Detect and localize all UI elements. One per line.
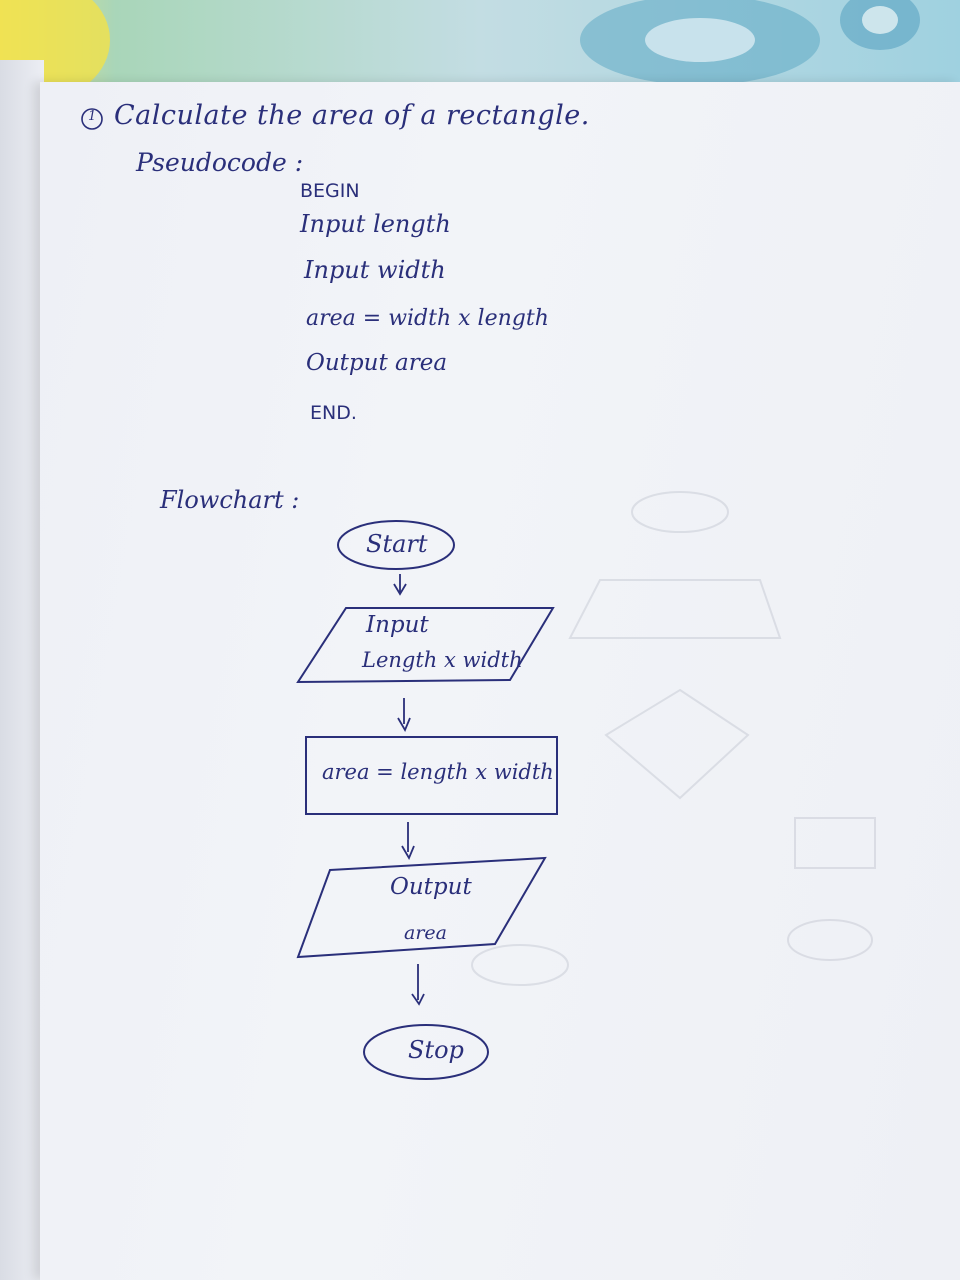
question-number: 1 [88,109,97,124]
question-title: Calculate the area of a rectangle. [114,100,590,131]
start-label: Start [366,530,428,558]
stop-terminator [363,1024,489,1080]
arrow-start-to-input [393,574,407,596]
flowchart-label: Flowchart : [160,486,300,514]
pseudocode-line-input-width: Input width [304,256,446,284]
pseudocode-line-begin: BEGIN [300,180,360,202]
arrow-process-to-output [401,822,415,861]
stop-label: Stop [408,1036,464,1064]
start-terminator [337,520,455,570]
output-label-line2: area [404,922,447,944]
pseudocode-line-area: area = width x length [306,306,549,331]
process-label: area = length x width [322,760,554,784]
pseudocode-line-output: Output area [306,350,448,376]
arrow-output-to-stop [411,964,425,1006]
show-through-marks [471,491,876,986]
arrow-input-to-process [397,698,411,733]
pseudocode-line-input-length: Input length [300,210,451,238]
pseudocode-label: Pseudocode : [136,148,304,177]
previous-page-edge [0,60,44,1280]
output-label-line1: Output [390,874,472,900]
output-parallelogram [296,856,547,959]
pseudocode-line-end: END. [310,402,357,424]
input-label-line2: Length x width [362,648,523,672]
process-rectangle [305,736,558,815]
input-label-line1: Input [366,612,429,638]
input-parallelogram [296,607,555,684]
